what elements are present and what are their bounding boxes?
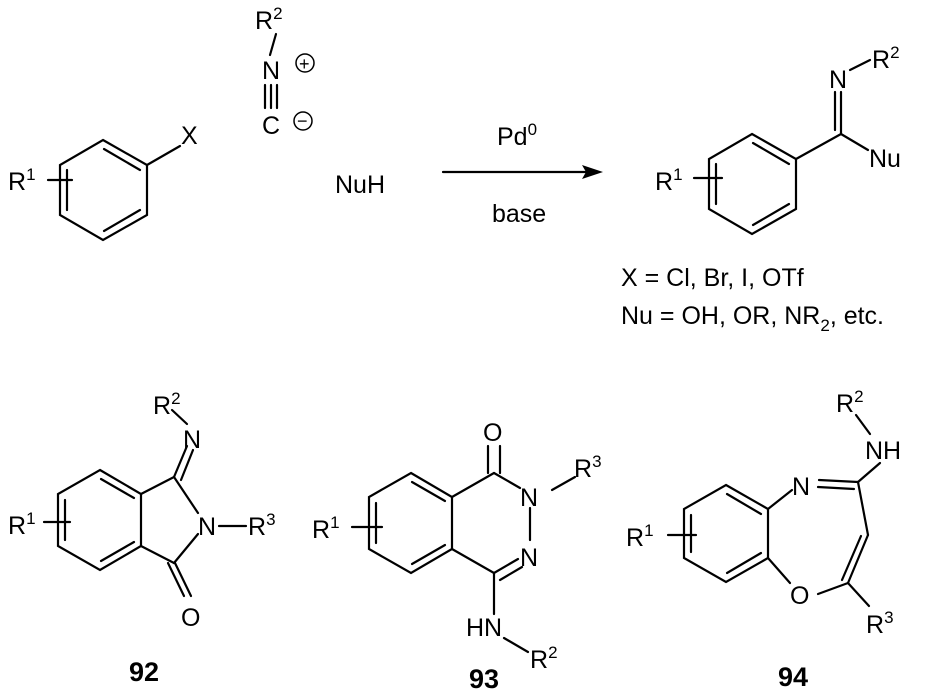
compound-94-ring-n-label: N (792, 473, 810, 501)
base-label: base (492, 200, 546, 228)
isocyanide-n-label: N (262, 57, 280, 85)
aryl-halide-structure: R1 X (8, 122, 198, 242)
compound-94-ring-o-label: O (790, 582, 809, 610)
catalyst-label: Pd0 (497, 120, 537, 151)
compound-93-o-label: O (483, 419, 502, 447)
compound-93-r3-label: R3 (574, 452, 602, 483)
compound-93-r1-label: R1 (312, 513, 340, 544)
aryl-x-label: X (181, 122, 198, 150)
compound-92-imine-n-label: N (183, 426, 201, 454)
isocyanide-c-label: C (262, 112, 280, 140)
compound-92-r2-label: R2 (153, 389, 181, 420)
isocyanide-structure: R2 N + C − (255, 4, 315, 140)
nu-definition: Nu = OH, OR, NR2, etc. (621, 302, 884, 335)
compound-92-r1-label: R1 (8, 509, 36, 540)
product-n-label: N (829, 66, 847, 94)
compound-92-r3-label: R3 (248, 510, 276, 541)
isocyanide-plus-charge: + (299, 54, 310, 74)
compound-92-ring-n-label: N (198, 513, 216, 541)
compound-93-ring-n1-label: N (520, 484, 538, 512)
x-definition: X = Cl, Br, I, OTf (621, 264, 804, 292)
compound-93-number: 93 (469, 664, 499, 694)
product-r2-label: R2 (872, 43, 900, 74)
product-r1-label: R1 (655, 165, 683, 196)
compound-92-o-label: O (181, 604, 200, 632)
compound-94-number: 94 (778, 662, 808, 692)
compound-93-hn-label: HN (466, 614, 502, 642)
compound-94-r3-label: R3 (866, 608, 894, 639)
isocyanide-minus-charge: − (297, 111, 308, 131)
compound-94-structure: N O NH R2 R3 R1 94 (626, 387, 901, 692)
compound-93-ring-n2-label: N (520, 544, 538, 572)
isocyanide-r2-label: R2 (255, 4, 283, 35)
compound-93-structure: O N R3 N HN R2 R1 93 (312, 419, 602, 694)
compound-92-number: 92 (129, 657, 159, 687)
product-nu-label: Nu (869, 145, 901, 173)
nucleophile-label: NuH (335, 171, 385, 199)
reaction-arrow (441, 165, 603, 179)
compound-93-r2-label: R2 (530, 643, 558, 674)
product-structure: N R2 Nu R1 (655, 43, 901, 236)
compound-94-r1-label: R1 (626, 521, 654, 552)
compound-94-nh-label: NH (865, 437, 901, 465)
aryl-r1-label: R1 (8, 165, 36, 196)
compound-92-structure: R2 N N R3 O R1 92 (8, 389, 276, 687)
compound-94-r2-label: R2 (836, 387, 864, 418)
